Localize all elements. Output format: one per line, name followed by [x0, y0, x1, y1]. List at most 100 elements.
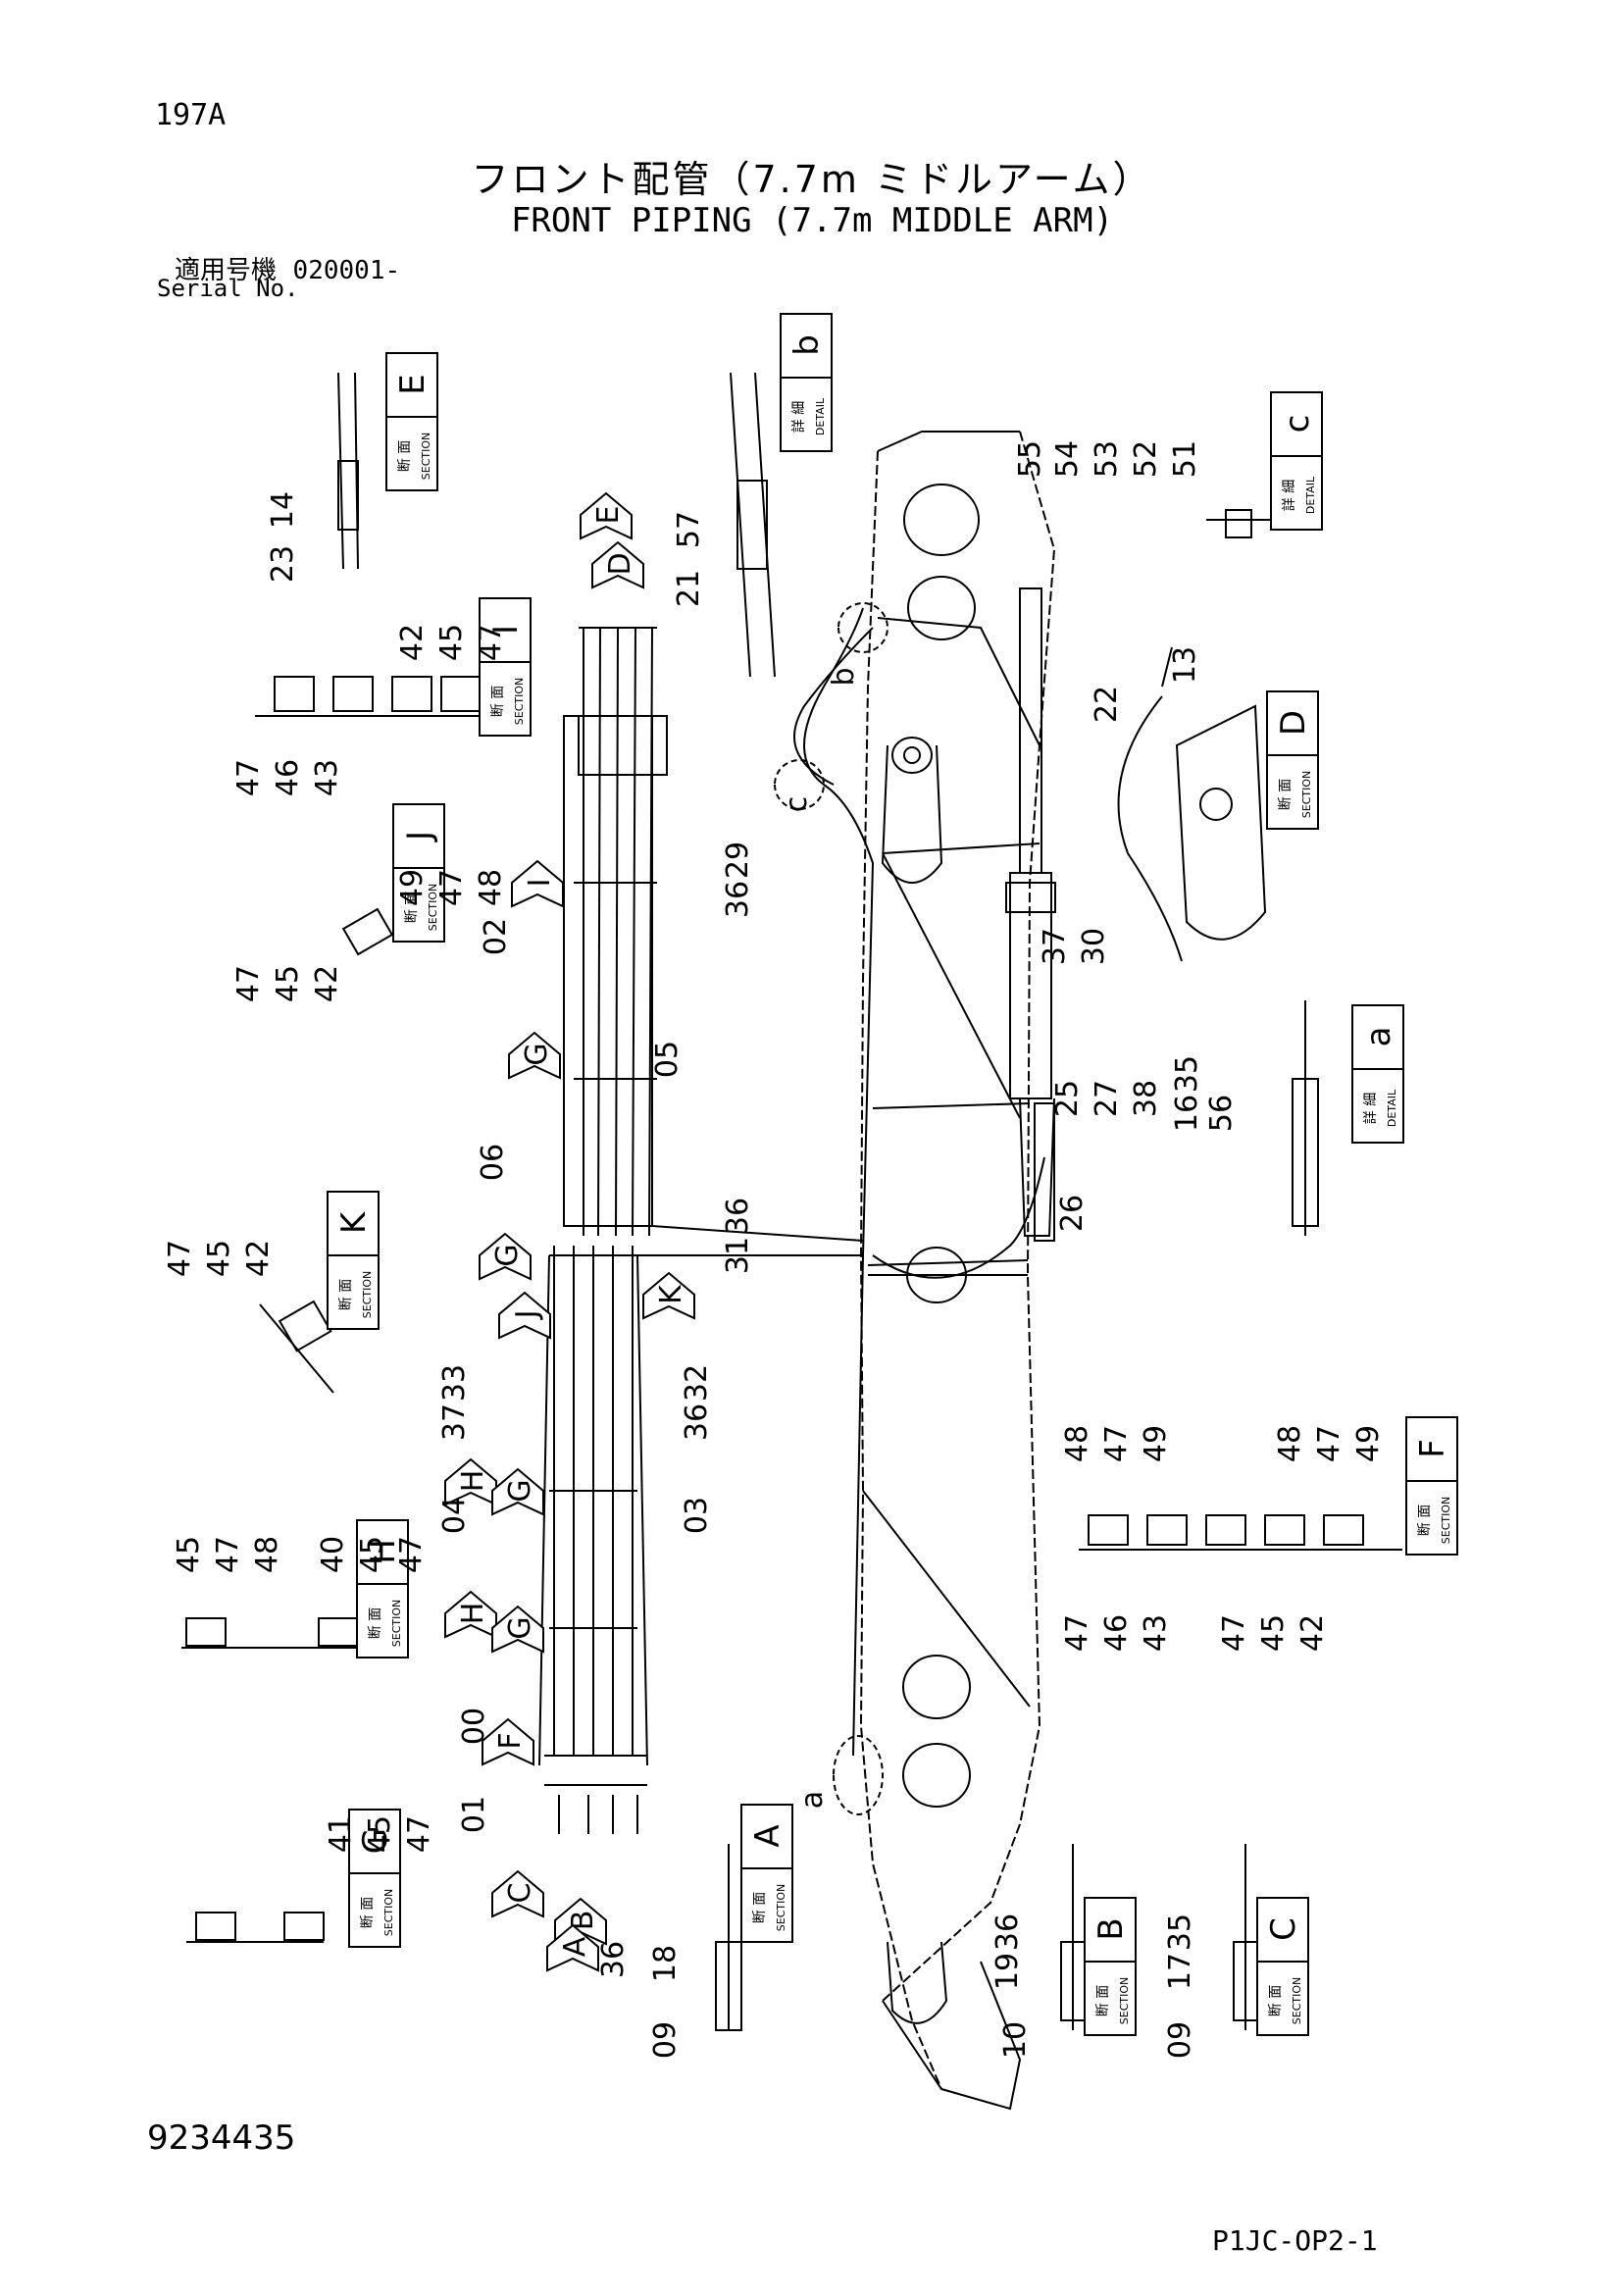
callout-38: 38 — [1129, 1080, 1163, 1117]
callout-47: 47 — [1099, 1425, 1134, 1462]
bundle-hose-4 — [632, 627, 636, 1237]
callout-23: 23 — [266, 545, 300, 583]
detail-box-frame — [1351, 1004, 1404, 1144]
section-box-frame — [356, 1519, 409, 1658]
callout-a: a — [795, 1791, 830, 1809]
detail-label-jp: 詳 細 — [791, 401, 807, 433]
callout-36: 36 — [680, 1403, 714, 1441]
hose-29-upper-loop — [793, 627, 874, 786]
view-arrow-letter: D — [603, 552, 637, 575]
detail-label-jp: 詳 細 — [1363, 1093, 1379, 1124]
callout-37: 37 — [437, 1403, 472, 1441]
view-arrow-H: H — [444, 1457, 497, 1506]
view-arrow-E: E — [580, 491, 633, 540]
view-arrow-shape — [482, 1717, 534, 1766]
callout-35: 35 — [1163, 1913, 1197, 1951]
callout-14: 14 — [266, 491, 300, 529]
f-clamp-5 — [1323, 1514, 1364, 1546]
view-arrow-letter: F — [493, 1732, 528, 1749]
view-arrow-F: F — [482, 1717, 534, 1766]
callout-06: 06 — [476, 1144, 510, 1181]
detail-letter: a — [1359, 1027, 1398, 1047]
k-clamp — [278, 1300, 332, 1352]
view-arrow-letter: J — [510, 1310, 544, 1321]
section-box-frame — [1256, 1897, 1309, 2036]
callout-46: 46 — [1099, 1614, 1134, 1652]
callout-47: 47 — [1217, 1614, 1251, 1652]
section-label-jp: 断 面 — [360, 1897, 376, 1928]
section-label-jp: 断 面 — [368, 1607, 383, 1639]
c-fitting — [1225, 509, 1252, 538]
callout-45: 45 — [1256, 1614, 1291, 1652]
section-box-frame — [327, 1191, 380, 1330]
view-arrow-shape — [491, 1869, 544, 1918]
callout-56: 56 — [1204, 1095, 1239, 1132]
arm-pin-hole-5 — [902, 1743, 971, 1808]
section-letter: A — [748, 1824, 787, 1847]
hydraulic-cylinder — [1005, 587, 1056, 1242]
view-arrow-letter: H — [456, 1470, 490, 1493]
callout-42: 42 — [241, 1240, 276, 1277]
callout-47: 47 — [231, 759, 266, 796]
page-reference: P1JC-OP2-1 — [1212, 2224, 1378, 2257]
arm-structure — [859, 431, 1056, 2111]
section-box-frame — [348, 1809, 401, 1948]
callout-47: 47 — [211, 1536, 245, 1573]
callout-16: 16 — [1170, 1095, 1204, 1132]
section-label-en: SECTION — [775, 1884, 787, 1931]
callout-21: 21 — [672, 570, 706, 607]
callout-48: 48 — [1060, 1425, 1094, 1462]
arm-web-diag-1 — [877, 617, 1040, 746]
view-arrow-H: H — [444, 1590, 497, 1639]
section-letter: G — [356, 1828, 395, 1854]
callout-48: 48 — [250, 1536, 284, 1573]
callout-36: 36 — [721, 1198, 755, 1235]
b-pipe-2 — [754, 372, 776, 678]
section-label-en: SECTION — [1291, 1977, 1303, 2024]
callout-b: b — [827, 667, 861, 686]
callout-47: 47 — [434, 869, 469, 906]
view-arrow-letter: G — [503, 1616, 537, 1639]
section-label-jp: 断 面 — [397, 440, 413, 472]
upper-hose-bundle — [563, 627, 864, 1242]
section-box-frame — [1405, 1416, 1458, 1556]
cylinder-body — [1009, 872, 1052, 1099]
detail-box-frame — [1270, 391, 1323, 531]
view-arrow-letter: K — [654, 1284, 688, 1304]
bundle-hose-5 — [648, 627, 653, 1237]
section-box-frame — [385, 352, 438, 491]
arm-pin-hole-2 — [907, 576, 976, 640]
page-title-english: FRONT PIPING (7.7m MIDDLE ARM) — [510, 201, 1114, 240]
view-arrow-letter: G — [503, 1479, 537, 1502]
arm-pin-hole-top — [903, 484, 980, 556]
callout-42: 42 — [310, 965, 344, 1002]
callout-48: 48 — [1273, 1425, 1307, 1462]
section-label-en: SECTION — [513, 678, 526, 725]
page-title-japanese: フロント配管（7.7m ミドルアーム） — [471, 158, 1153, 201]
callout-04: 04 — [437, 1497, 472, 1534]
callout-45: 45 — [363, 1815, 397, 1853]
i-clamp-1 — [274, 676, 315, 712]
i-clamp-3 — [391, 676, 432, 712]
callout-36: 36 — [721, 881, 755, 918]
callout-03: 03 — [680, 1497, 714, 1534]
callout-49: 49 — [1351, 1425, 1386, 1462]
callout-40: 40 — [316, 1536, 350, 1573]
callout-30: 30 — [1077, 928, 1111, 965]
j-clamp — [341, 907, 394, 956]
cylinder-bottom-mount — [1019, 1097, 1055, 1237]
view-arrow-letter: A — [558, 1936, 592, 1957]
callout-47: 47 — [1312, 1425, 1346, 1462]
b-fitting — [736, 480, 768, 570]
arm-web-line-3 — [867, 1259, 1029, 1266]
lower-hose-bundle — [538, 1246, 863, 1834]
section-label-en: SECTION — [390, 1600, 403, 1647]
